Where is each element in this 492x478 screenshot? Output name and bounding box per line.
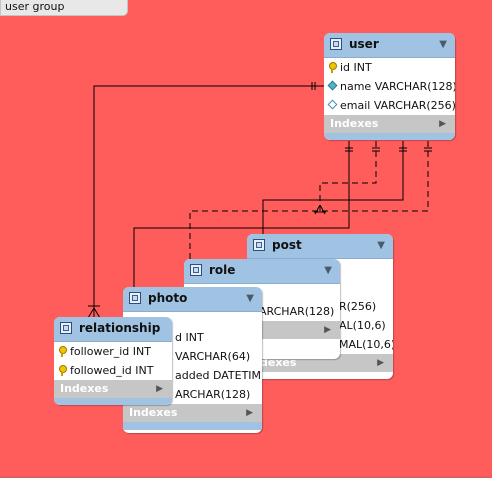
table-icon [129,292,141,304]
indexes-label: Indexes [330,117,379,130]
table-user[interactable]: user ▼ id INT name VARCHAR(128) email VA… [324,33,455,140]
table-name: relationship [79,321,161,335]
column-row[interactable]: ARCHAR(128) [184,302,340,321]
table-header[interactable]: relationship [54,317,172,342]
key-icon [328,62,338,73]
column-row[interactable]: followed_id INT [54,361,172,380]
column-text: VARCHAR(64) [175,350,251,363]
column-text: email VARCHAR(256) [340,99,455,112]
connector-user-post [319,141,377,214]
column-text: follower_id INT [70,345,151,358]
table-header[interactable]: post ▼ [247,234,393,259]
expand-arrow-icon[interactable]: ▶ [324,325,331,335]
column-text: id INT [340,61,372,74]
table-icon [60,322,72,334]
table-name: user [349,37,379,51]
empty-diamond-icon [327,99,338,111]
filled-diamond-icon [327,80,338,92]
column-text: ARCHAR(128) [175,388,251,401]
indexes-label: Indexes [129,406,178,419]
key-icon [58,346,68,357]
connector-user-relationship [93,85,325,318]
table-name: post [272,238,302,252]
table-icon [190,264,202,276]
table-bottom-bar [123,422,262,430]
expand-arrow-icon[interactable]: ▶ [439,119,446,129]
column-text: followed_id INT [70,364,154,377]
column-text: MAL(10,6) [339,338,393,351]
indexes-footer[interactable]: Indexes ▶ [54,380,172,398]
expand-arrow-icon[interactable]: ▶ [377,358,384,368]
collapse-arrow-icon[interactable]: ▼ [439,39,447,50]
expand-arrow-icon[interactable]: ▶ [156,384,163,394]
table-name: role [209,263,236,277]
indexes-footer[interactable]: Indexes ▶ [324,115,455,133]
table-icon [253,239,265,251]
indexes-footer[interactable]: Indexes ▶ [123,404,262,422]
column-row[interactable]: R(256) [247,297,393,316]
column-row[interactable]: AL(10,6) [247,316,393,335]
column-text: ARCHAR(128) [259,305,335,318]
column-row[interactable]: VARCHAR(64) [123,347,262,366]
collapse-arrow-icon[interactable]: ▼ [377,240,385,251]
indexes-label: Indexes [60,382,109,395]
connector-user-photo [262,141,404,236]
table-bottom-bar [54,398,172,405]
column-row[interactable]: email VARCHAR(256) [324,96,455,115]
column-text: name VARCHAR(128) [340,80,455,93]
table-header[interactable]: user ▼ [324,33,455,58]
layer-border [0,476,492,478]
expand-arrow-icon[interactable]: ▶ [246,408,253,418]
column-row[interactable]: name VARCHAR(128) [324,77,455,96]
column-row[interactable]: added DATETIME [123,366,262,385]
connector-user-relationship-2 [133,141,350,290]
column-row[interactable]: MAL(10,6) [247,335,393,354]
connector-user-role [189,141,429,260]
column-row[interactable]: follower_id INT [54,342,172,361]
table-icon [330,38,342,50]
table-bottom-bar [324,133,455,140]
column-text: R(256) [339,300,377,313]
table-relationship[interactable]: relationship follower_id INT followed_id… [54,317,172,405]
collapse-arrow-icon[interactable]: ▼ [324,265,332,276]
indexes-label: dexes [260,356,297,369]
collapse-arrow-icon[interactable]: ▼ [246,293,254,304]
column-row[interactable]: id INT [324,58,455,77]
column-text: d INT [175,331,204,344]
column-text: added DATETIME [175,369,262,382]
table-header[interactable]: role ▼ [184,259,340,284]
table-name: photo [148,291,188,305]
table-header[interactable]: photo ▼ [123,287,262,312]
column-row[interactable]: ARCHAR(128) [123,385,262,404]
key-icon [58,365,68,376]
column-row[interactable]: d INT [123,328,262,347]
group-label: user group [0,0,128,16]
column-text: AL(10,6) [339,319,386,332]
